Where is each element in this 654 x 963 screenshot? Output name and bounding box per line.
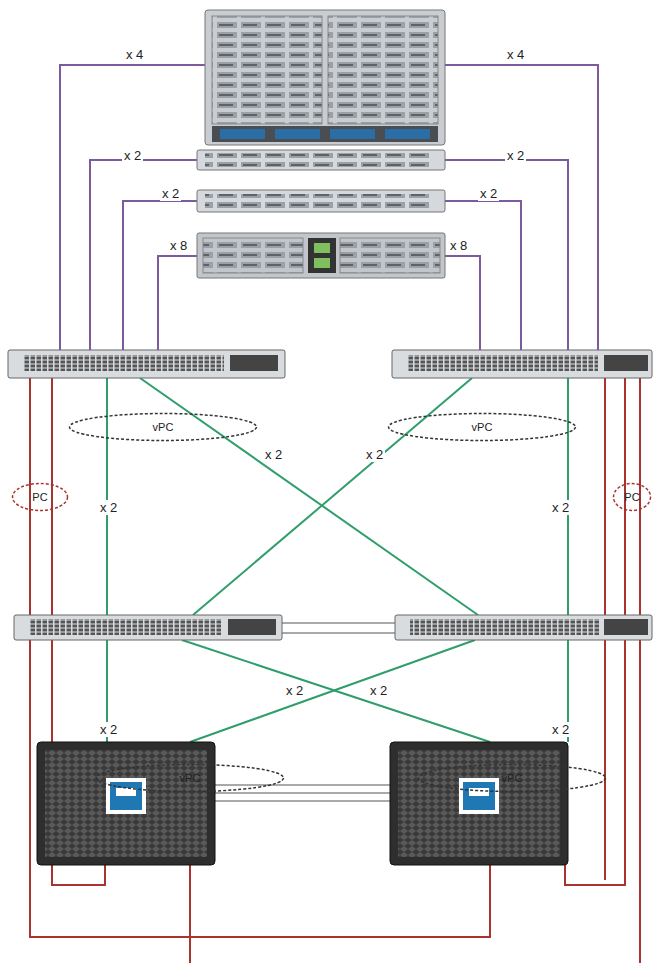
group-label: vPC [153, 421, 174, 433]
link-count: x 2 [160, 186, 181, 201]
nexus-switch [395, 615, 652, 640]
link-count: x 2 [98, 722, 119, 737]
link-count: x 4 [124, 47, 145, 62]
vpc-links [107, 378, 568, 742]
link-group-ellipse: vPC [95, 763, 285, 793]
link-count: x 2 [284, 683, 305, 698]
rack-server [197, 190, 445, 212]
group-label: PC [32, 491, 47, 503]
link-group-ellipse: vPC [417, 763, 607, 793]
link-count: x 2 [550, 500, 571, 515]
storage-controller [390, 742, 568, 865]
rack-server [197, 150, 445, 170]
link-count: x 2 [478, 186, 499, 201]
group-label: vPC [502, 772, 523, 784]
link-group-ellipse: PC [11, 482, 69, 512]
fabric-interconnect [392, 350, 652, 378]
link-count: x 2 [364, 447, 385, 462]
link-count: x 2 [98, 500, 119, 515]
multinode-server [197, 233, 445, 278]
blade-chassis [205, 10, 445, 145]
link-count: x 4 [505, 47, 526, 62]
port-channel-links [30, 378, 640, 963]
storage-controller [37, 742, 215, 865]
link-count: x 2 [550, 722, 571, 737]
link-group-ellipse: vPC [387, 412, 577, 442]
nexus-switch [14, 615, 282, 640]
link-count: x 8 [448, 238, 469, 253]
peer-links [215, 623, 395, 801]
link-count: x 2 [122, 148, 143, 163]
group-label: vPC [180, 772, 201, 784]
link-count: x 2 [368, 683, 389, 698]
fabric-interconnect [8, 350, 285, 378]
group-label: vPC [472, 421, 493, 433]
link-group-ellipse: PC [612, 482, 652, 512]
link-group-ellipse: vPC [68, 412, 258, 442]
group-label: PC [624, 491, 639, 503]
link-count: x 2 [263, 447, 284, 462]
link-count: x 8 [168, 238, 189, 253]
link-count: x 2 [505, 148, 526, 163]
